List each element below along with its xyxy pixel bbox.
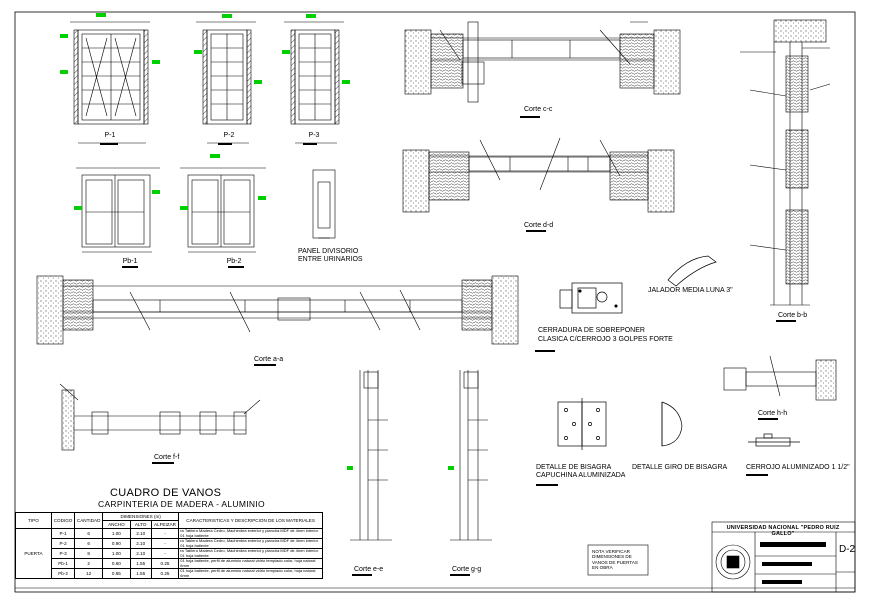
table-subtitle: CARPINTERIA DE MADERA - ALUMINIO [98,499,265,509]
label-corte-hh: Corte h-h [758,410,788,417]
header-codigo: CODIGO [50,512,76,529]
cell-codigo: P-2 [50,538,76,549]
cell-ancho: 0.60 [102,558,131,569]
cell-desc: 01 hoja batiente, perfil de aluminio nat… [178,568,323,579]
header-cantidad: CANTIDAD [74,512,104,529]
label-corte-bb: Corte b-b [778,312,808,319]
cell-cantidad: 2 [74,558,104,569]
header-alto: ALTO [129,520,152,529]
label-corte-ee: Corte e-e [354,566,384,573]
table-row: Pb-2 12 0.65 1.55 0.25 01 hoja batiente,… [16,568,323,579]
section-a-a [36,275,519,345]
label-bisagra-1: DETALLE DE BISAGRA [536,464,612,471]
section-d-d [402,137,675,213]
scale-bars [100,116,796,576]
cell-alto: 2.10 [129,538,152,549]
cell-desc: ra Tablero Madera Cedro, Machimbra exter… [178,538,323,549]
label-corte-dd: Corte d-d [524,222,554,229]
header-ancho: ANCHO [102,520,131,529]
section-g-g [450,370,492,541]
cell-alfeizar: - [150,538,180,549]
verification-note: NOTA VERIFICAR DIMENSIONES DE VANOS DE P… [592,549,638,571]
cell-alfeizar: - [150,548,180,559]
label-corte-gg: Corte g-g [452,566,482,573]
university-seal-icon [715,544,751,580]
titleblock-sheet-number: D-2 [839,544,856,555]
cell-codigo: Pb-2 [50,568,76,579]
door-elevation-pb1 [76,167,160,253]
title-block [711,521,856,593]
cell-ancho: 0.90 [102,538,131,549]
cell-alto: 2.10 [129,548,152,559]
table-row: P-3 8 1.00 2.10 - ra Tablero Madera Cedr… [16,548,323,559]
vanos-table: TIPO CODIGO CANTIDAD DIMENSIONES (m) CAR… [15,512,323,579]
label-cerrojo: CERROJO ALUMINIZADO 1 1/2" [746,464,850,471]
cell-alto: 2.10 [129,528,152,539]
cell-alto: 1.55 [129,558,152,569]
section-f-f [59,383,261,451]
sheet-border [14,11,856,593]
header-tipo: TIPO [15,512,52,529]
section-h-h [723,355,837,401]
cell-codigo: P-1 [50,528,76,539]
cell-codigo: P-3 [50,548,76,559]
table-title: CUADRO DE VANOS [110,487,222,499]
header-dimensiones: DIMENSIONES (m) [102,512,180,521]
door-elevation-pb2 [180,167,266,253]
section-c-c [404,21,681,103]
label-panel-divisorio-1: PANEL DIVISORIO [298,248,359,255]
cell-ancho: 0.65 [102,568,131,579]
label-corte-aa: Corte a-a [254,356,284,363]
cell-desc: ra Tablero Madera Cedro, Machimbra exter… [178,548,323,559]
cell-ancho: 1.00 [102,548,131,559]
header-caracteristicas: CARACTERISTICAS Y DESCRIPCION DE LOS MAT… [178,512,323,529]
label-p1: P-1 [104,132,116,139]
label-panel-divisorio-2: ENTRE URINARIOS [298,256,363,263]
label-p2: P-2 [223,132,235,139]
cell-alfeizar: - [150,528,180,539]
cell-cantidad: 8 [74,548,104,559]
cell-desc: 01 hoja batiente, perfil de aluminio nat… [178,558,323,569]
label-p3: P-3 [308,132,320,139]
panel-divisorio-drawing [312,169,336,239]
label-cerradura-1: CERRADURA DE SOBREPONER [538,327,645,334]
titleblock-institution: UNIVERSIDAD NACIONAL "PEDRO RUIZ GALLO" [726,525,840,537]
cell-ancho: 1.00 [102,528,131,539]
cerrojo-drawing [748,433,800,447]
cell-tipo: PUERTA [15,528,52,579]
door-elevation-p1 [70,21,150,144]
table-row: P-2 6 0.90 2.10 - ra Tablero Madera Cedr… [16,538,323,549]
label-cerradura-2: CLASICA C/CERROJO 3 GOLPES FORTE [538,336,673,343]
jalador-drawing [667,255,717,287]
cell-desc: ra Tablero Madera Cedro, Machimbra exter… [178,528,323,539]
cell-cantidad: 6 [74,538,104,549]
cell-cantidad: 6 [74,528,104,539]
table-row: Pb-1 2 0.60 1.55 0.25 01 hoja batiente, … [16,558,323,569]
note-box [587,544,649,576]
section-e-e [350,370,392,541]
table-row: PUERTA P-1 6 1.00 2.10 - ra Tablero Made… [15,528,323,579]
label-corte-ff: Corte f-f [154,454,180,461]
label-giro-bisagra: DETALLE GIRO DE BISAGRA [632,464,728,471]
section-b-b [740,19,831,306]
header-alfeizar: ALFEIZAR [150,520,180,529]
label-pb1: Pb-1 [122,258,138,265]
label-bisagra-2: CAPUCHINA ALUMINIZADA [536,472,626,479]
bisagra-drawing [557,398,607,450]
cell-alfeizar: 0.25 [150,568,180,579]
label-corte-cc: Corte c-c [524,106,553,113]
cell-alfeizar: 0.25 [150,558,180,569]
level-markers [60,13,454,470]
door-elevation-p2 [196,21,256,144]
cell-cantidad: 12 [74,568,104,579]
cerradura-drawing [559,282,623,314]
giro-bisagra-drawing [661,401,683,447]
cell-codigo: Pb-1 [50,558,76,569]
door-elevation-p3 [284,21,344,144]
label-pb2: Pb-2 [226,258,242,265]
cell-alto: 1.55 [129,568,152,579]
label-jalador: JALADOR MEDIA LUNA 3" [648,287,733,294]
